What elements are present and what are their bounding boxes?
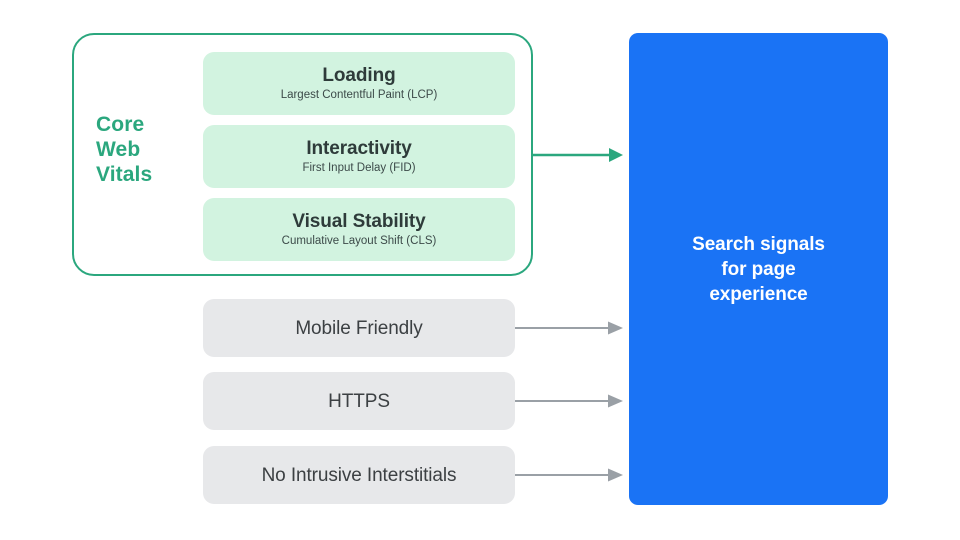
metric-subtitle: Cumulative Layout Shift (CLS) (281, 235, 437, 247)
core-web-vitals-group (72, 33, 533, 276)
core-web-vitals-label-line-1: Core (96, 113, 145, 136)
metric-subtitle: Largest Contentful Paint (LCP) (280, 89, 438, 101)
arrow-https-to-search-signals (515, 394, 623, 408)
core-web-vitals-label-line-2: Web (96, 138, 141, 161)
metric-card-loading[interactable]: Loading Largest Contentful Paint (LCP) (203, 52, 515, 115)
signal-label: Mobile Friendly (295, 317, 423, 339)
signal-label: HTTPS (328, 390, 390, 412)
metric-card-interactivity[interactable]: Interactivity First Input Delay (FID) (203, 125, 515, 188)
arrow-core-web-vitals-to-search-signals (533, 148, 623, 162)
search-signals-text: Search signals for page experience (692, 233, 825, 305)
arrow-no-intrusive-interstitials-to-search-signals (515, 468, 623, 482)
metric-card-visual-stability[interactable]: Visual Stability Cumulative Layout Shift… (203, 198, 515, 261)
signal-box-no-intrusive-interstitials[interactable]: No Intrusive Interstitials (203, 446, 515, 504)
metric-title: Interactivity (306, 138, 412, 159)
signal-box-mobile-friendly[interactable]: Mobile Friendly (203, 299, 515, 357)
core-web-vitals-label-line-3: Vitals (96, 163, 153, 186)
search-signals-panel[interactable]: Search signals for page experience (629, 33, 888, 505)
core-web-vitals-label: Core Web Vitals (96, 112, 188, 187)
metric-title: Loading (322, 65, 396, 86)
signal-label: No Intrusive Interstitials (261, 464, 457, 486)
metric-title: Visual Stability (292, 211, 426, 232)
signal-box-https[interactable]: HTTPS (203, 372, 515, 430)
metric-subtitle: First Input Delay (FID) (302, 162, 416, 174)
arrow-mobile-friendly-to-search-signals (515, 321, 623, 335)
